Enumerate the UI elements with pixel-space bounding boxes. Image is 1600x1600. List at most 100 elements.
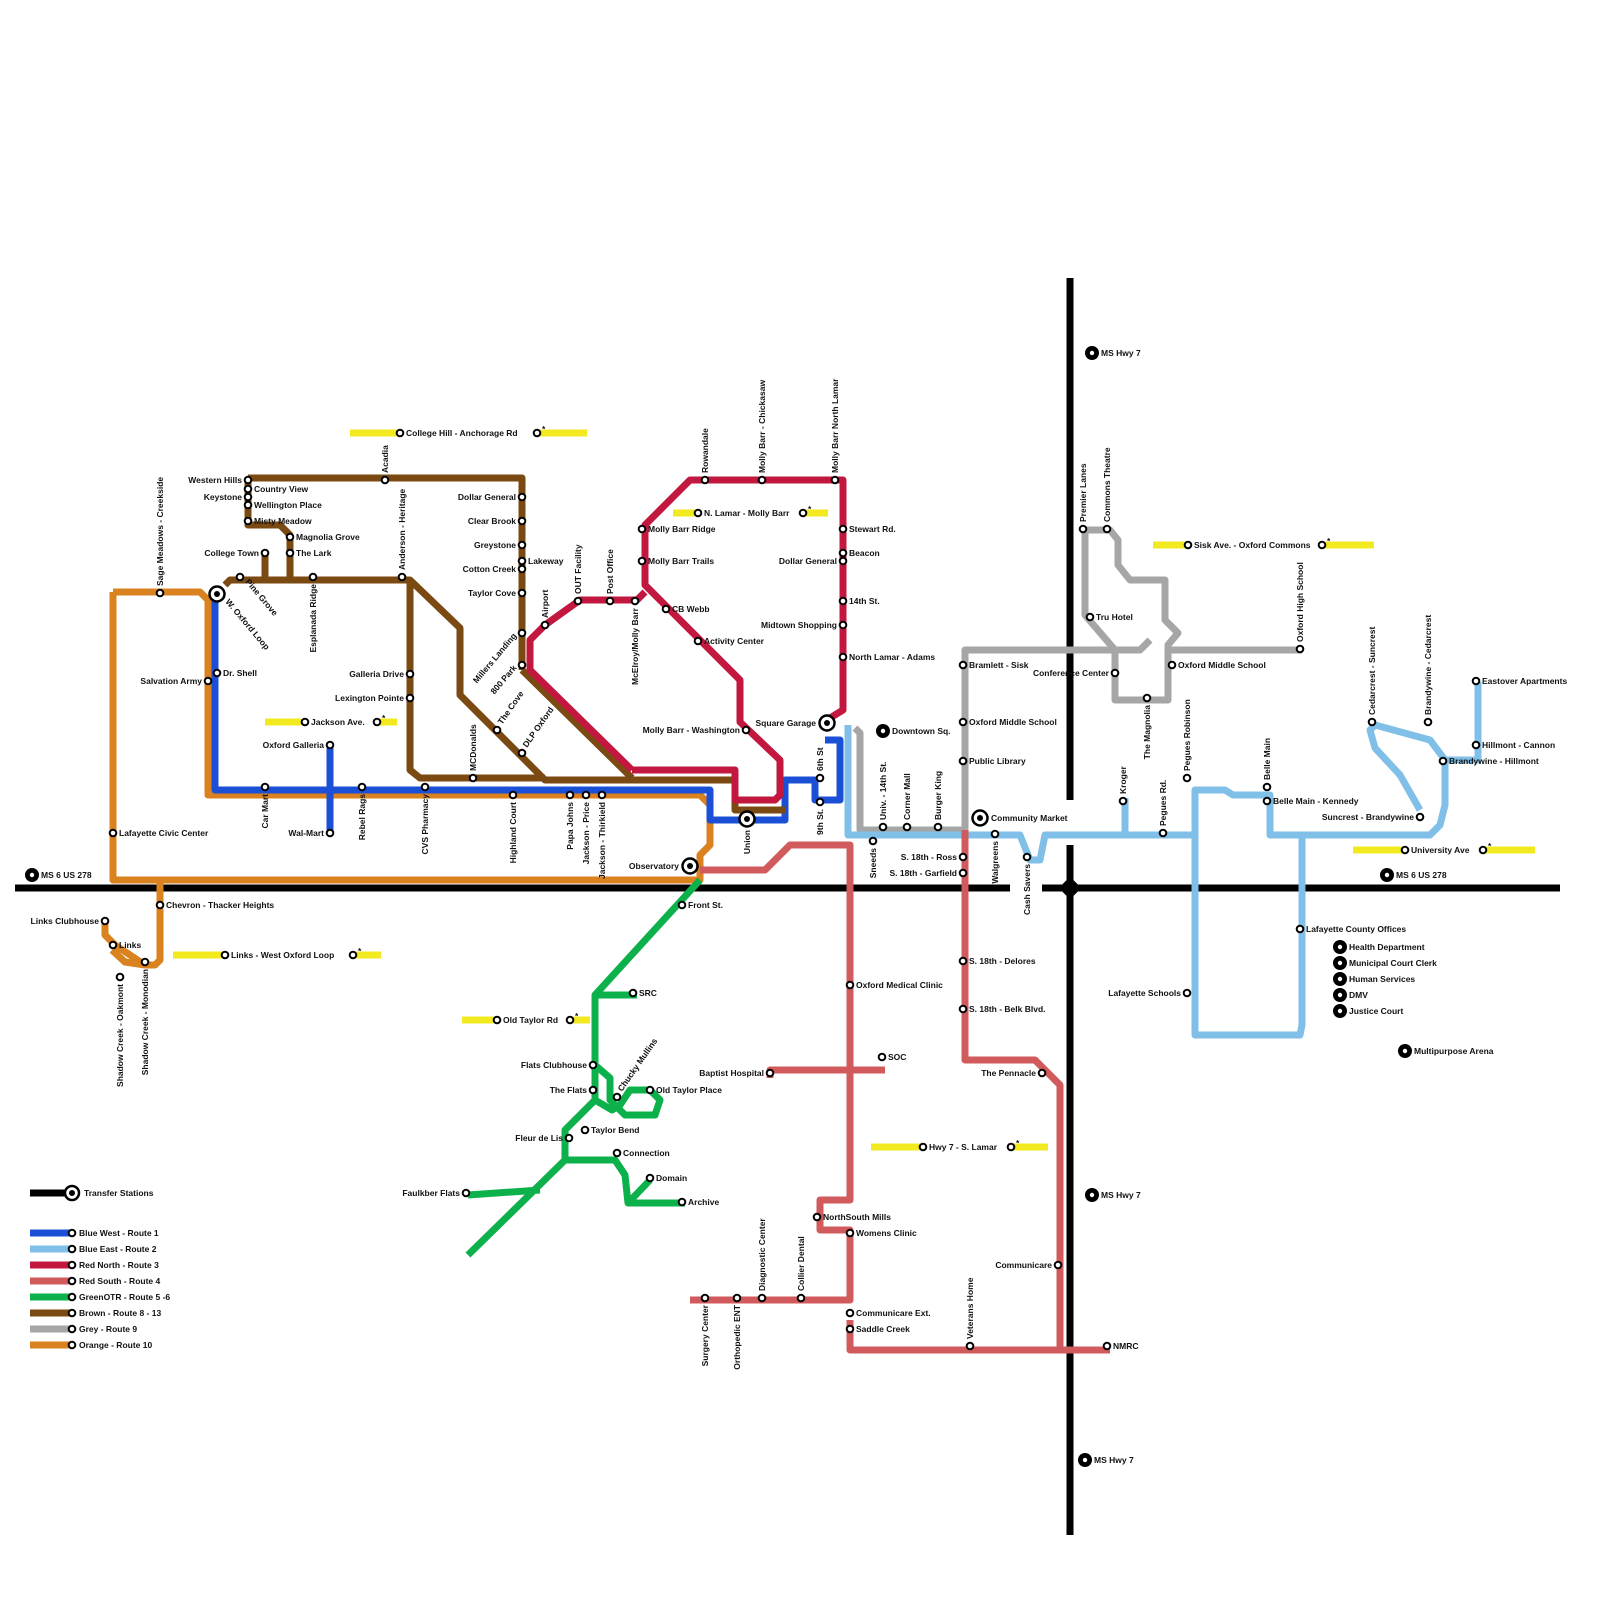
station-marker[interactable] (812, 1212, 822, 1222)
station-marker[interactable] (1022, 852, 1032, 862)
station-marker[interactable] (765, 1068, 775, 1078)
station-marker[interactable] (677, 900, 687, 910)
station-marker[interactable] (612, 1092, 622, 1102)
station-marker[interactable] (965, 1341, 975, 1351)
station-marker[interactable] (565, 790, 575, 800)
station-marker[interactable] (958, 868, 968, 878)
station-marker[interactable] (285, 532, 295, 542)
station-marker[interactable] (830, 475, 840, 485)
station-marker[interactable] (1471, 676, 1481, 686)
station-marker[interactable] (397, 572, 407, 582)
station-marker[interactable] (958, 852, 968, 862)
station-marker[interactable] (1415, 812, 1425, 822)
station-marker[interactable] (612, 1148, 622, 1158)
station-marker[interactable] (1182, 988, 1192, 998)
callout-marker[interactable] (372, 717, 382, 727)
station-marker[interactable] (508, 790, 518, 800)
station-marker[interactable] (1471, 740, 1481, 750)
station-marker[interactable] (645, 1173, 655, 1183)
station-marker[interactable] (958, 717, 968, 727)
station-marker[interactable] (517, 564, 527, 574)
station-marker[interactable] (108, 940, 118, 950)
station-marker[interactable] (796, 1293, 806, 1303)
station-marker[interactable] (693, 636, 703, 646)
station-marker[interactable] (1367, 717, 1377, 727)
station-marker[interactable] (260, 782, 270, 792)
station-marker[interactable] (815, 773, 825, 783)
station-marker[interactable] (517, 516, 527, 526)
station-marker[interactable] (677, 1197, 687, 1207)
station-marker[interactable] (958, 756, 968, 766)
station-marker[interactable] (637, 524, 647, 534)
station-marker[interactable] (1182, 773, 1192, 783)
callout-marker[interactable] (1400, 845, 1410, 855)
callout-marker[interactable] (565, 1015, 575, 1025)
station-marker[interactable] (838, 596, 848, 606)
station-marker[interactable] (845, 980, 855, 990)
station-marker[interactable] (235, 572, 245, 582)
station-marker[interactable] (212, 668, 222, 678)
station-marker[interactable] (845, 1308, 855, 1318)
station-marker[interactable] (580, 1125, 590, 1135)
station-marker[interactable] (357, 782, 367, 792)
station-marker[interactable] (140, 957, 150, 967)
station-marker[interactable] (155, 900, 165, 910)
callout-marker[interactable] (1183, 540, 1193, 550)
station-marker[interactable] (1262, 782, 1272, 792)
station-marker[interactable] (815, 797, 825, 807)
callout-marker[interactable] (798, 508, 808, 518)
station-marker[interactable] (115, 972, 125, 982)
station-marker[interactable] (468, 773, 478, 783)
station-marker[interactable] (517, 556, 527, 566)
callout-marker[interactable] (300, 717, 310, 727)
station-marker[interactable] (243, 516, 253, 526)
station-marker[interactable] (1158, 828, 1168, 838)
station-marker[interactable] (573, 596, 583, 606)
station-marker[interactable] (1295, 924, 1305, 934)
station-marker[interactable] (741, 725, 751, 735)
station-marker[interactable] (630, 596, 640, 606)
station-marker[interactable] (700, 475, 710, 485)
station-marker[interactable] (1102, 1341, 1112, 1351)
station-marker[interactable] (1438, 756, 1448, 766)
station-marker[interactable] (1037, 1068, 1047, 1078)
station-marker[interactable] (1142, 693, 1152, 703)
station-marker[interactable] (540, 620, 550, 630)
station-marker[interactable] (285, 548, 295, 558)
station-marker[interactable] (420, 782, 430, 792)
station-marker[interactable] (838, 652, 848, 662)
station-marker[interactable] (243, 484, 253, 494)
station-marker[interactable] (243, 475, 253, 485)
station-marker[interactable] (845, 1228, 855, 1238)
station-marker[interactable] (1078, 524, 1088, 534)
station-marker[interactable] (325, 740, 335, 750)
station-marker[interactable] (405, 669, 415, 679)
station-marker[interactable] (155, 588, 165, 598)
station-marker[interactable] (933, 822, 943, 832)
station-marker[interactable] (243, 492, 253, 502)
station-marker[interactable] (243, 500, 253, 510)
callout-marker[interactable] (532, 428, 542, 438)
station-marker[interactable] (564, 1133, 574, 1143)
station-marker[interactable] (838, 620, 848, 630)
callout-marker[interactable] (1478, 845, 1488, 855)
station-marker[interactable] (700, 1293, 710, 1303)
station-marker[interactable] (325, 828, 335, 838)
station-marker[interactable] (1167, 660, 1177, 670)
station-marker[interactable] (203, 676, 213, 686)
station-marker[interactable] (838, 556, 848, 566)
station-marker[interactable] (100, 916, 110, 926)
station-marker[interactable] (845, 1324, 855, 1334)
station-marker[interactable] (461, 1188, 471, 1198)
station-marker[interactable] (628, 988, 638, 998)
callout-marker[interactable] (220, 950, 230, 960)
station-marker[interactable] (661, 604, 671, 614)
callout-marker[interactable] (1317, 540, 1327, 550)
station-marker[interactable] (581, 790, 591, 800)
station-marker[interactable] (588, 1060, 598, 1070)
station-marker[interactable] (878, 822, 888, 832)
callout-marker[interactable] (918, 1142, 928, 1152)
station-marker[interactable] (757, 1293, 767, 1303)
station-marker[interactable] (838, 524, 848, 534)
station-marker[interactable] (517, 628, 527, 638)
